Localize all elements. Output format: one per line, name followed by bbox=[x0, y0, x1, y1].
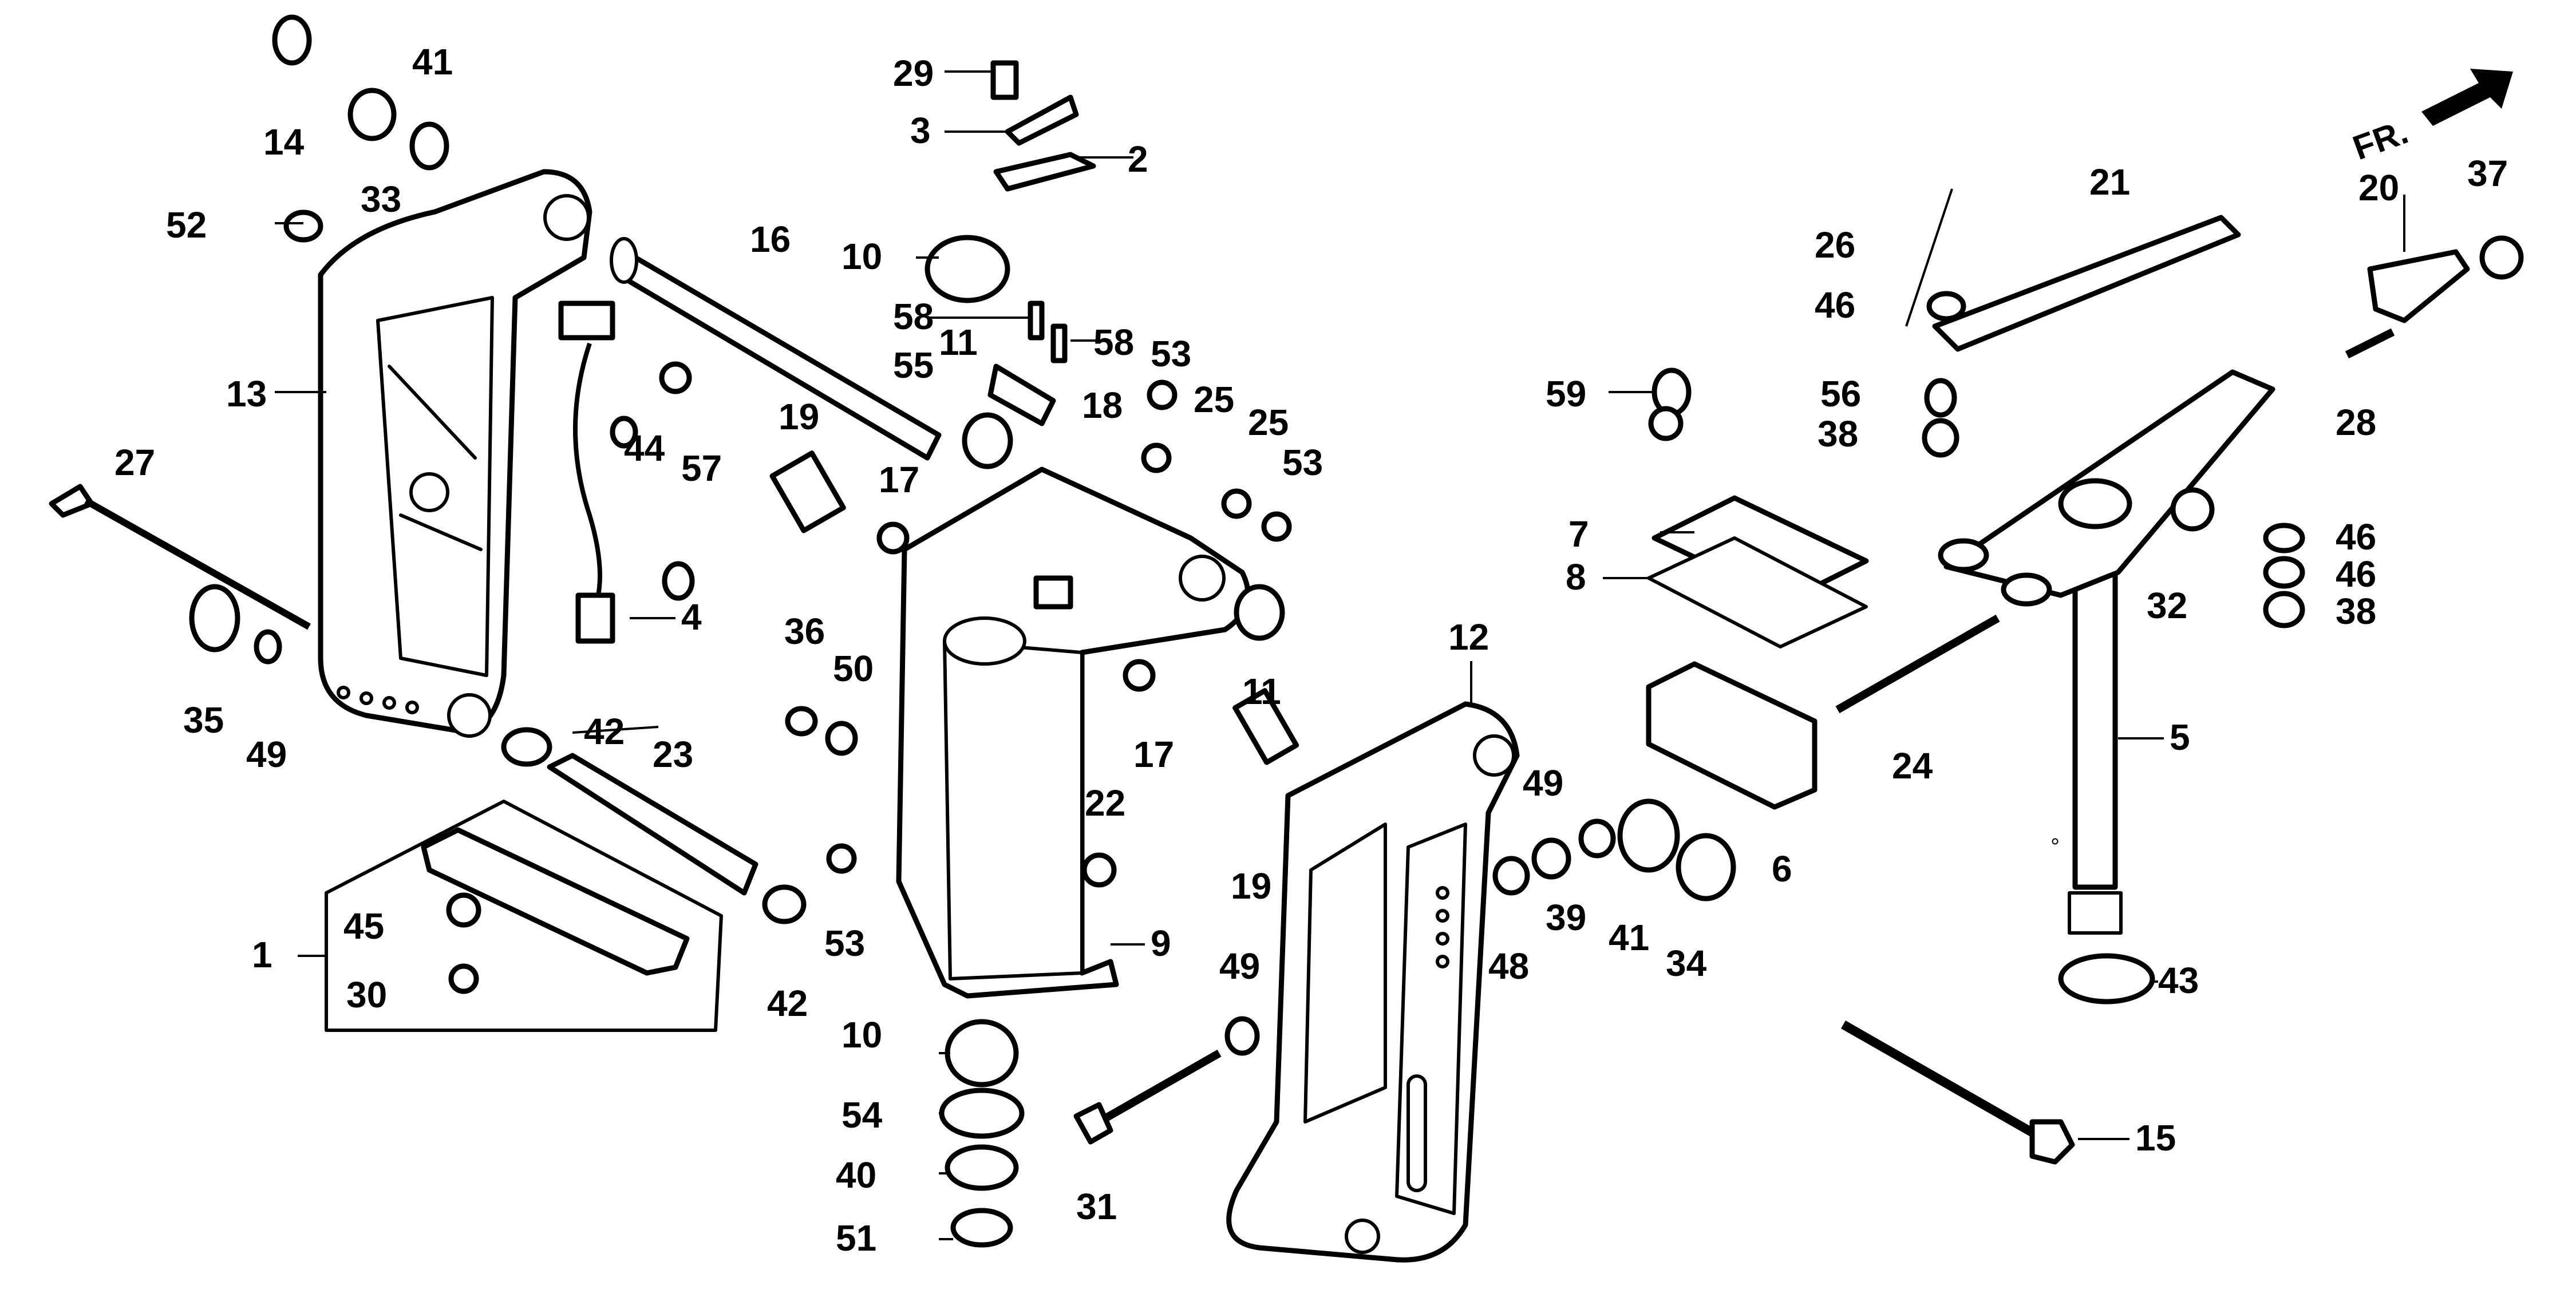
callout-46c: 46 bbox=[2336, 553, 2376, 595]
callout-10a: 10 bbox=[841, 236, 882, 277]
callout-49c: 49 bbox=[1219, 946, 1260, 987]
callout-36: 36 bbox=[784, 611, 825, 652]
callout-13: 13 bbox=[226, 373, 267, 414]
fr-label: FR. bbox=[2348, 112, 2413, 167]
callout-2: 2 bbox=[1128, 139, 1148, 180]
callout-5: 5 bbox=[2170, 717, 2190, 758]
callout-39: 39 bbox=[1546, 897, 1586, 938]
callout-1: 1 bbox=[252, 934, 272, 975]
callout-58b: 58 bbox=[1093, 322, 1134, 363]
wire-harness bbox=[558, 300, 615, 644]
callout-16: 16 bbox=[750, 219, 791, 260]
callout-labels: 1 2 3 4 5 6 7 8 9 10 10 11 11 12 13 14 1… bbox=[114, 41, 2508, 1259]
callout-55: 55 bbox=[893, 345, 934, 386]
valve-block bbox=[1646, 661, 1818, 810]
callout-27: 27 bbox=[114, 442, 155, 483]
callout-40: 40 bbox=[836, 1154, 876, 1196]
callout-53a: 53 bbox=[1151, 333, 1191, 374]
callout-19b: 19 bbox=[1231, 865, 1271, 907]
callout-51: 51 bbox=[836, 1217, 876, 1259]
callout-6: 6 bbox=[1772, 848, 1792, 889]
callout-44: 44 bbox=[624, 428, 665, 469]
cover bbox=[1647, 495, 1869, 648]
callout-49a: 49 bbox=[246, 734, 287, 775]
callout-49b: 49 bbox=[1523, 762, 1563, 804]
callout-11a: 11 bbox=[939, 322, 978, 363]
callout-17a: 17 bbox=[879, 459, 919, 500]
callout-34: 34 bbox=[1666, 943, 1707, 984]
callout-18: 18 bbox=[1082, 385, 1123, 426]
callout-56: 56 bbox=[1820, 373, 1861, 414]
callout-8: 8 bbox=[1566, 556, 1586, 598]
callout-31: 31 bbox=[1076, 1186, 1117, 1227]
callout-53c: 53 bbox=[824, 923, 865, 964]
swivel-case bbox=[896, 466, 1251, 999]
callout-26: 26 bbox=[1815, 224, 1855, 266]
callout-9: 9 bbox=[1151, 923, 1171, 964]
callout-19a: 19 bbox=[779, 396, 819, 437]
callout-30: 30 bbox=[346, 974, 387, 1015]
bolt-15 bbox=[1841, 1021, 2075, 1165]
callout-24: 24 bbox=[1892, 745, 1933, 786]
callout-45: 45 bbox=[343, 905, 384, 947]
callout-23: 23 bbox=[653, 734, 693, 775]
callout-21: 21 bbox=[2089, 161, 2130, 203]
callout-41b: 41 bbox=[1609, 917, 1649, 958]
leader-lines bbox=[275, 70, 2405, 1240]
callout-33: 33 bbox=[361, 179, 401, 220]
callout-42b: 42 bbox=[767, 983, 808, 1024]
callout-29: 29 bbox=[893, 53, 934, 94]
callout-42a: 42 bbox=[584, 711, 625, 752]
callout-12: 12 bbox=[1448, 616, 1489, 658]
bolt-31 bbox=[1073, 1049, 1222, 1145]
callout-43: 43 bbox=[2158, 960, 2199, 1001]
callout-54: 54 bbox=[841, 1094, 883, 1136]
callout-59: 59 bbox=[1546, 373, 1586, 414]
callout-32: 32 bbox=[2147, 585, 2187, 626]
tilt-tube bbox=[610, 237, 942, 461]
steering-arm bbox=[1932, 215, 2275, 607]
tube-short bbox=[547, 753, 758, 896]
callout-50: 50 bbox=[833, 648, 874, 689]
callout-3: 3 bbox=[910, 110, 931, 151]
callout-25a: 25 bbox=[1194, 379, 1234, 420]
callout-57: 57 bbox=[681, 448, 722, 489]
callout-10b: 10 bbox=[841, 1014, 882, 1055]
steering-shaft bbox=[2068, 564, 2123, 935]
callout-7: 7 bbox=[1568, 513, 1589, 555]
callout-22: 22 bbox=[1085, 782, 1125, 824]
callout-14: 14 bbox=[263, 121, 305, 163]
callout-37: 37 bbox=[2467, 153, 2508, 194]
anode-plate bbox=[325, 800, 723, 1032]
callout-17b: 17 bbox=[1133, 734, 1174, 775]
callout-25b: 25 bbox=[1248, 402, 1289, 443]
callout-46a: 46 bbox=[1815, 284, 1855, 326]
bolt-24 bbox=[1835, 614, 2000, 714]
callout-46b: 46 bbox=[2336, 516, 2376, 557]
callout-41a: 41 bbox=[412, 41, 453, 82]
arrow-icon bbox=[2421, 69, 2513, 126]
callout-53b: 53 bbox=[1282, 442, 1323, 483]
small-parts bbox=[189, 14, 2524, 1248]
callout-48: 48 bbox=[1488, 946, 1529, 987]
callout-20: 20 bbox=[2358, 167, 2399, 208]
stern-bracket-left bbox=[318, 169, 592, 738]
bolt-long-left bbox=[49, 484, 311, 630]
callout-11b: 11 bbox=[1242, 671, 1281, 712]
callout-38b: 38 bbox=[2336, 591, 2376, 632]
stern-bracket-right bbox=[1226, 701, 1520, 1263]
callout-35: 35 bbox=[183, 699, 224, 741]
callout-15: 15 bbox=[2135, 1117, 2176, 1158]
callout-28: 28 bbox=[2336, 402, 2376, 443]
callout-4: 4 bbox=[681, 596, 702, 638]
callout-52: 52 bbox=[166, 204, 207, 246]
callout-58a: 58 bbox=[893, 296, 934, 337]
callout-38a: 38 bbox=[1818, 413, 1858, 454]
